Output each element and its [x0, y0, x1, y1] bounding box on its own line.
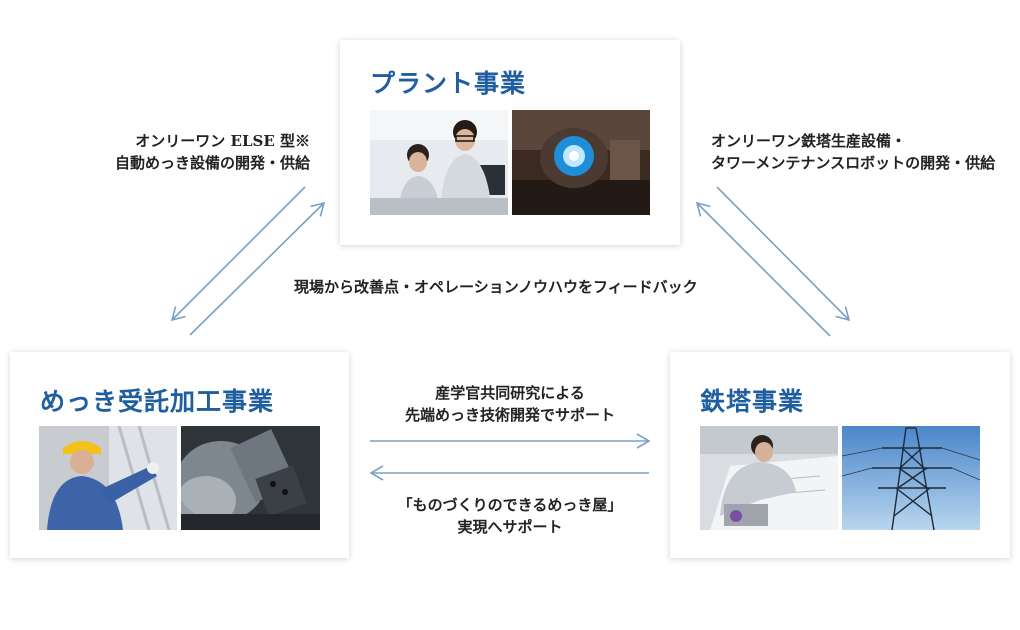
plant-business-title: プラント事業 — [370, 69, 527, 98]
label-plant-plating: オンリーワン ELSE 型※ 自動めっき設備の開発・供給 — [60, 130, 310, 174]
label-plant-plating-line-2: 自動めっき設備の開発・供給 — [114, 154, 310, 172]
plasma-welding-machine-photo — [512, 110, 650, 215]
label-feedback: 現場から改善点・オペレーションノウハウをフィードバック — [294, 278, 698, 296]
label-plant-tower-line-1: オンリーワン鉄塔生産設備・ — [711, 132, 907, 150]
label-research: 産学官共同研究による 先端めっき技術開発でサポート — [360, 382, 660, 426]
galvanizing-steam-photo — [181, 426, 320, 530]
arrow-plant-to-tower — [716, 186, 851, 322]
engineers-at-computer-photo — [370, 110, 508, 215]
label-research-line-1: 産学官共同研究による — [435, 384, 585, 402]
label-plant-tower-line-2: タワーメンテナンスロボットの開発・供給 — [711, 154, 996, 172]
arrow-plant-to-plating — [170, 186, 306, 322]
transmission-tower-photo — [842, 426, 980, 530]
label-support-line-1: 「ものづくりのできるめっき屋」 — [397, 496, 623, 514]
plating-business-card[interactable]: めっき受託加工事業 — [10, 352, 349, 558]
tower-business-card[interactable]: 鉄塔事業 — [670, 352, 1010, 558]
label-plant-tower: オンリーワン鉄塔生産設備・ タワーメンテナンスロボットの開発・供給 — [711, 130, 995, 174]
label-support-line-2: 実現へサポート — [457, 518, 563, 536]
tower-business-title: 鉄塔事業 — [700, 387, 805, 416]
label-plant-plating-line-1: オンリーワン ELSE 型※ — [135, 132, 310, 150]
arrow-tower-to-plant — [695, 201, 831, 337]
worker-with-helmet-photo — [39, 426, 177, 530]
arrow-plating-to-plant — [189, 201, 326, 336]
label-research-line-2: 先端めっき技術開発でサポート — [404, 406, 615, 424]
designer-drawing-photo — [700, 426, 838, 530]
plant-business-card[interactable]: プラント事業 — [340, 40, 680, 245]
label-support: 「ものづくりのできるめっき屋」 実現へサポート — [360, 494, 660, 538]
plating-business-title: めっき受託加工事業 — [40, 387, 275, 416]
